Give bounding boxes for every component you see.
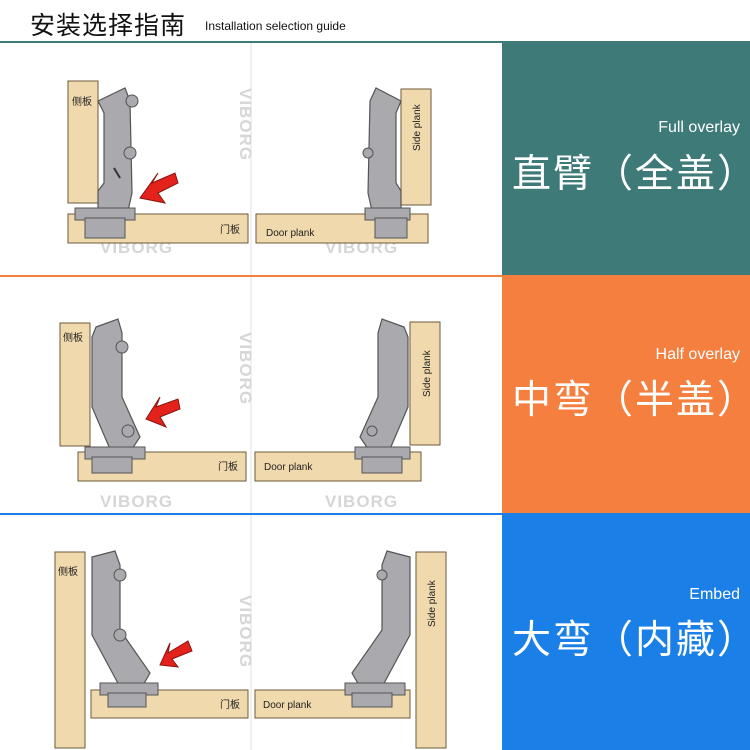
half-overlay-label-en: Half overlay [655,346,740,363]
full-overlay-panel: Full overlay 直臂（全盖） [502,43,750,275]
hinge-icon [354,318,411,474]
separator-top [0,41,750,43]
full-overlay-diagram: VIBORG VIBORG VIBORG 侧板 门板 Door plank Si… [67,43,432,275]
embed-label-cn: 大弯（内藏） [512,618,750,663]
side-plank [59,322,91,447]
arrow-icon [145,396,181,429]
page-header: 安装选择指南 Installation selection guide [0,0,750,42]
side-plank-label: 侧板 [63,331,83,344]
section-half-overlay: VIBORG VIBORG VIBORG 侧板 门板 Door plank Si… [0,277,750,513]
arrow-icon [139,172,179,204]
side-plank [67,80,99,204]
door-plank-label: Door plank [263,700,312,711]
door-plank-label: 门板 [220,698,240,711]
hinge-icon [344,550,411,708]
side-plank [54,551,86,749]
watermark: VIBORG [100,492,173,511]
side-plank-label: Side plank [427,579,438,627]
section-embed: VIBORG 侧板 门板 Door plank Side plank E [0,515,750,750]
section-full-overlay: VIBORG VIBORG VIBORG 侧板 门板 Door plank Si… [0,43,750,275]
door-plank-label: 门板 [218,460,238,473]
embed-panel: Embed 大弯（内藏） [502,515,750,750]
half-overlay-panel: Half overlay 中弯（半盖） [502,277,750,513]
watermark: VIBORG [325,492,398,511]
side-plank [409,321,441,446]
half-overlay-diagram: VIBORG VIBORG VIBORG 侧板 门板 Door plank Si… [59,277,441,513]
embed-label-en: Embed [689,586,740,603]
hinge-icon [362,87,411,239]
door-plank-label: Door plank [264,462,313,473]
page-title: 安装选择指南 [30,11,187,40]
separator-bottom [0,513,750,515]
full-overlay-label-en: Full overlay [658,119,740,136]
side-plank-label: 侧板 [58,565,78,578]
hinge-icon [91,550,159,708]
hinge-icon [84,318,146,474]
side-plank [415,551,447,749]
embed-diagram: VIBORG 侧板 门板 Door plank Side plank [54,515,447,750]
half-overlay-label-cn: 中弯（半盖） [512,378,750,423]
hinge-icon [74,87,139,239]
arrow-icon [159,640,193,668]
separator-middle [0,275,750,277]
side-plank-label: Side plank [422,349,433,397]
door-plank-label: Door plank [266,228,315,239]
watermark: VIBORG [236,332,255,405]
door-plank-label: 门板 [220,223,240,236]
full-overlay-label-cn: 直臂（全盖） [512,152,750,197]
watermark: VIBORG [236,88,255,161]
side-plank [400,88,432,206]
side-plank-label: 侧板 [72,95,92,108]
watermark: VIBORG [236,595,255,668]
side-plank-label: Side plank [412,103,423,151]
page-subtitle: Installation selection guide [205,19,346,33]
